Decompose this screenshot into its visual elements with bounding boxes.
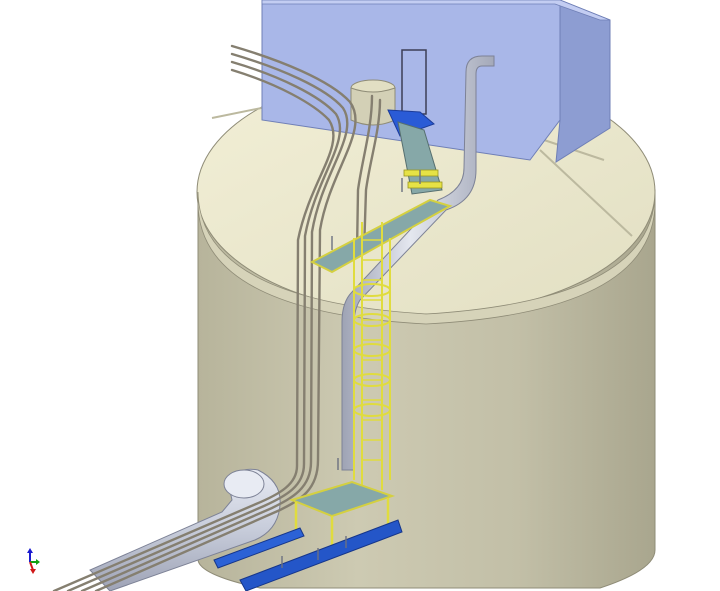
bottom-platform bbox=[288, 480, 396, 518]
axis-triad-icon bbox=[27, 548, 40, 574]
process-pipe bbox=[341, 55, 495, 471]
base-beam-rear bbox=[213, 527, 305, 569]
inlet-pipe-elbow bbox=[223, 469, 265, 499]
upper-stair-treads bbox=[403, 169, 443, 189]
cage-ladder bbox=[353, 222, 391, 490]
triad-x-head bbox=[30, 569, 36, 574]
roof-vent-body bbox=[350, 87, 396, 126]
cable-bundle-right bbox=[355, 94, 382, 254]
anchor-bolts bbox=[281, 170, 421, 568]
triad-y-head bbox=[36, 559, 40, 565]
cable-bundle bbox=[52, 44, 357, 591]
enclosure-front bbox=[261, 0, 561, 161]
triad-x-axis bbox=[29, 561, 34, 571]
triad-z-head bbox=[27, 548, 33, 553]
ladder-rungs bbox=[362, 239, 382, 461]
enclosure-roof-edge bbox=[261, 0, 611, 21]
roof-rafter bbox=[539, 149, 633, 237]
